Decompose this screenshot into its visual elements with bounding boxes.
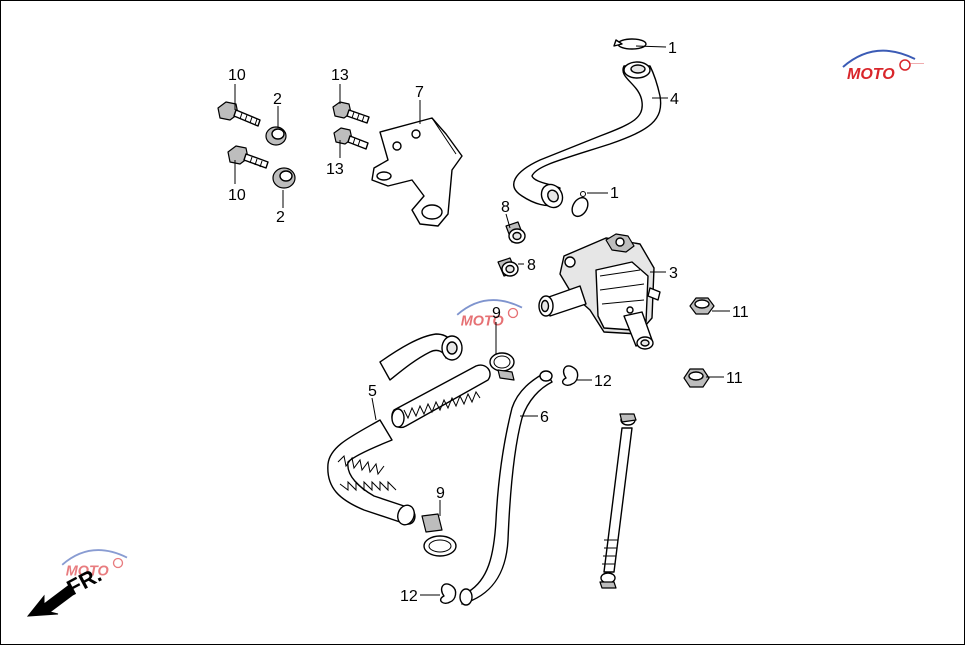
callout-7: 7 — [415, 84, 424, 101]
bushing-part-8-upper — [505, 221, 526, 244]
bolt-part-13-upper — [332, 101, 370, 124]
grommet-part-2-lower — [272, 167, 296, 189]
svg-text:MOTO: MOTO — [847, 66, 895, 83]
grommet-part-2-upper — [265, 126, 287, 146]
hose-clamp-part-9-upper — [489, 352, 515, 381]
hose-clamp-part-9-lower — [421, 513, 457, 557]
callout-5: 5 — [368, 383, 377, 400]
hose-part-6 — [459, 370, 553, 606]
moto-watermark-logo: MOTO — [61, 549, 128, 580]
callout-6: 6 — [540, 409, 549, 426]
callout-13-upper: 13 — [331, 67, 349, 84]
nut-part-11-lower — [683, 368, 710, 388]
callout-labels: 1 1 2 2 3 4 5 6 7 8 8 9 9 10 10 11 11 12… — [228, 40, 749, 605]
callout-1-top: 1 — [668, 40, 677, 57]
callout-10-upper: 10 — [228, 67, 246, 84]
callout-1-mid: 1 — [610, 185, 619, 202]
callout-4: 4 — [670, 91, 679, 108]
callout-8-lower: 8 — [527, 257, 536, 274]
callout-12-upper: 12 — [594, 373, 612, 390]
moto-watermark-logo: MOTO — [456, 299, 523, 330]
clamp-part-1-top — [613, 38, 647, 50]
callout-9-lower: 9 — [436, 485, 445, 502]
callout-10-lower: 10 — [228, 187, 246, 204]
callout-13-lower: 13 — [326, 161, 344, 178]
svg-text:———: ——— — [909, 61, 924, 67]
clamp-part-1-mid — [571, 191, 589, 218]
callout-11-upper: 11 — [732, 304, 749, 321]
bolt-part-13-lower — [333, 127, 369, 150]
bushing-part-8-lower — [497, 257, 519, 277]
tube-with-clips — [599, 413, 637, 589]
moto-watermark-logo: MOTO ——— — [842, 49, 924, 83]
bolt-part-10-lower — [227, 145, 269, 169]
callout-8-upper: 8 — [501, 199, 510, 216]
callout-12-lower: 12 — [400, 588, 418, 605]
callout-11-lower: 11 — [726, 370, 743, 387]
callout-2-lower: 2 — [276, 209, 285, 226]
bracket-part-7 — [371, 117, 463, 227]
hose-part-4 — [513, 61, 662, 209]
callout-2-upper: 2 — [273, 91, 282, 108]
hose-part-5 — [327, 333, 491, 526]
callout-3: 3 — [669, 265, 678, 282]
svg-text:MOTO: MOTO — [66, 564, 109, 580]
callout-9-upper: 9 — [492, 305, 501, 322]
bolt-part-10-upper — [217, 101, 261, 127]
leader-lines — [234, 45, 730, 596]
clamp-part-12-upper — [562, 365, 579, 387]
valve-part-3 — [538, 233, 661, 350]
svg-text:MOTO: MOTO — [461, 314, 504, 330]
clamp-part-12-lower — [440, 583, 457, 605]
nut-part-11-upper — [689, 297, 715, 315]
